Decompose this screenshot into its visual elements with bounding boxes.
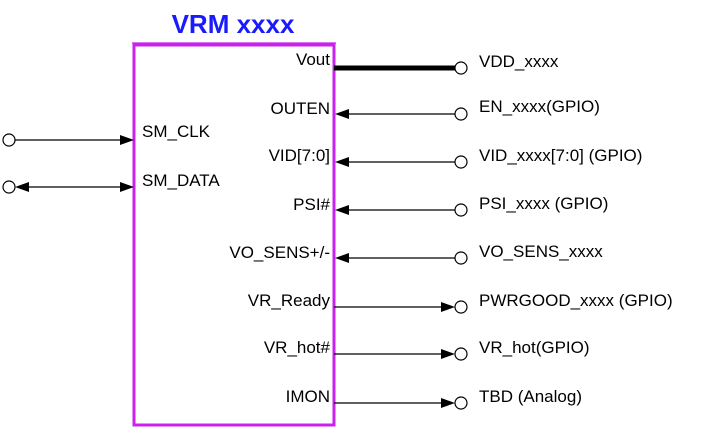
vout-terminal [454,61,468,75]
right-signal-psi: PSI# PSI_xxxx (GPIO) [293,194,608,217]
sm-data-pin-label: SM_DATA [142,171,220,190]
right-signal-vo-sens: VO_SENS+/- VO_SENS_xxxx [229,242,603,265]
vr-hot-terminal [454,347,468,361]
sm-clk-arrow [120,135,134,145]
vr-ready-pin-label: VR_Ready [248,291,331,310]
left-signal-sm-clk: SM_CLK [2,122,211,147]
imon-arrow [441,398,455,408]
right-signal-vid: VID[7:0] VID_xxxx[7:0] (GPIO) [269,146,642,169]
left-signal-sm-data: SM_DATA [2,171,220,194]
vo-sens-arrow [335,253,349,263]
sm-data-right-arrow [120,182,134,192]
outen-net-label: EN_xxxx(GPIO) [479,97,600,116]
imon-terminal [454,396,468,410]
imon-pin-label: IMON [286,387,330,406]
vr-ready-terminal [454,300,468,314]
vo-sens-net-label: VO_SENS_xxxx [479,242,603,261]
vr-hot-arrow [441,349,455,359]
sm-clk-pin-label: SM_CLK [142,122,211,141]
vid-pin-label: VID[7:0] [269,146,330,165]
right-signal-imon: IMON TBD (Analog) [286,387,582,410]
vr-ready-net-label: PWRGOOD_xxxx (GPIO) [479,291,673,310]
vid-arrow [335,157,349,167]
vo-sens-pin-label: VO_SENS+/- [229,243,330,262]
psi-net-label: PSI_xxxx (GPIO) [479,194,608,213]
right-signal-outen: OUTEN EN_xxxx(GPIO) [271,97,600,121]
diagram-title: VRM xxxx [172,9,295,39]
vo-sens-terminal [454,251,468,265]
sm-clk-terminal [2,133,16,147]
psi-terminal [454,203,468,217]
vid-net-label: VID_xxxx[7:0] (GPIO) [479,146,642,165]
sm-data-terminal [2,180,16,194]
right-signal-vr-hot: VR_hot# VR_hot(GPIO) [264,338,590,361]
vr-hot-net-label: VR_hot(GPIO) [479,338,590,357]
vr-ready-arrow [441,302,455,312]
imon-net-label: TBD (Analog) [479,387,582,406]
vid-terminal [454,155,468,169]
psi-pin-label: PSI# [293,195,330,214]
vr-hot-pin-label: VR_hot# [264,338,331,357]
outen-pin-label: OUTEN [271,99,331,118]
right-signal-vout: Vout VDD_xxxx [296,50,559,75]
sm-data-left-arrow [15,182,29,192]
outen-arrow [335,109,349,119]
right-signal-vr-ready: VR_Ready PWRGOOD_xxxx (GPIO) [248,291,673,314]
vrm-box [132,43,336,427]
vout-pin-label: Vout [296,50,330,69]
outen-terminal [454,107,468,121]
vout-net-label: VDD_xxxx [479,52,559,71]
psi-arrow [335,205,349,215]
